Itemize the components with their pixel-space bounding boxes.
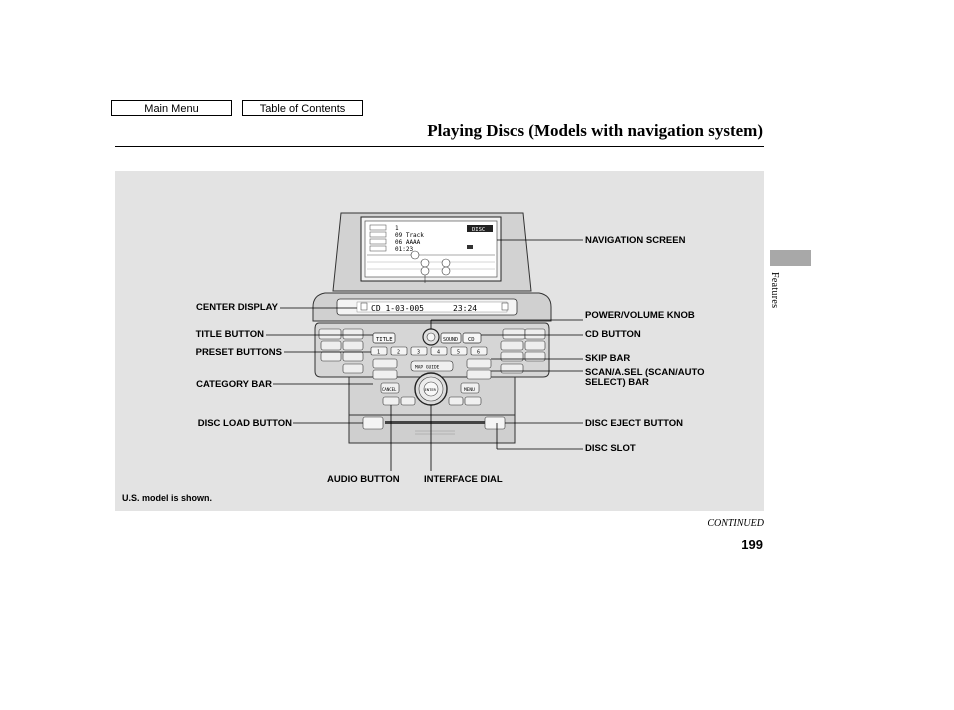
center-display-text: CD 1-03-005 [371,304,424,313]
screen-disc-tag: DISC [472,227,485,233]
preset-5[interactable]: 5 [457,350,460,356]
category-bar[interactable] [372,358,398,369]
figure-note: U.S. model is shown. [122,493,213,503]
section-tab-label: Features [769,272,780,309]
navigation-screen-unit: 1 09 Track 06 AAAA 01:23 DISC [332,212,532,292]
preset-button-row: 1 2 3 4 5 6 [370,346,488,356]
audio-key[interactable] [382,396,400,406]
callout-navigation-screen: NAVIGATION SCREEN [585,235,686,246]
preset-1[interactable]: 1 [377,350,380,356]
section-tab[interactable]: Features [766,272,784,322]
callout-audio-button: AUDIO BUTTON [327,474,400,485]
preset-3[interactable]: 3 [417,350,420,356]
sound-key[interactable] [440,332,462,344]
title-key[interactable] [372,332,396,344]
page-title: Playing Discs (Models with navigation sy… [427,121,763,140]
disc-load-key[interactable] [362,416,384,430]
map-guide-key[interactable]: MAP GUIDE [415,365,440,371]
preset-2[interactable]: 2 [397,350,400,356]
skip-bar[interactable] [466,358,492,369]
cancel-key[interactable]: CANCEL [382,387,397,392]
section-tab-marker [770,250,811,266]
title-rule [115,146,764,147]
screen-artist-line: 06 AAAA [395,239,421,246]
callout-disc-slot: DISC SLOT [585,443,636,454]
title-key-label: TITLE [376,337,393,343]
callout-preset-buttons: PRESET BUTTONS [195,347,282,358]
page-number: 199 [741,537,763,552]
disc-eject-key[interactable] [484,416,506,430]
callout-cd-button: CD BUTTON [585,329,641,340]
callout-center-display: CENTER DISPLAY [196,302,278,313]
callout-interface-dial: INTERFACE DIAL [424,474,503,485]
callout-scan-bar-line2: SELECT) BAR [585,377,649,388]
dial-enter-label: ENTER [425,387,437,392]
callout-skip-bar: SKIP BAR [585,353,631,364]
audio-unit-diagram: 1 09 Track 06 AAAA 01:23 DISC CD 1-03-00… [266,212,583,471]
preset-4[interactable]: 4 [437,350,440,356]
main-menu-button[interactable]: Main Menu [111,100,232,116]
cd-key[interactable] [462,332,482,344]
continued-label: CONTINUED [707,518,764,529]
callout-power-volume-knob: POWER/VOLUME KNOB [585,310,695,321]
preset-6[interactable]: 6 [477,350,480,356]
screen-track-line: 09 Track [395,232,424,239]
disc-slot[interactable] [385,421,497,424]
callout-category-bar: CATEGORY BAR [196,379,272,390]
scan-bar[interactable] [466,369,492,380]
callout-scan-bar-line1: SCAN/A.SEL (SCAN/AUTO [585,367,705,378]
callout-disc-load-button: DISC LOAD BUTTON [197,418,292,429]
callout-disc-eject-button: DISC EJECT BUTTON [585,418,684,429]
cd-key-label: CD [468,337,475,343]
screen-track-number: 1 [395,225,399,232]
leader-lines [266,239,583,471]
callout-title-button: TITLE BUTTON [195,329,264,340]
table-of-contents-button[interactable]: Table of Contents [242,100,363,116]
center-display-time: 23:24 [453,304,477,313]
audio-unit-body: CD 1-03-005 23:24 TITLE SOUND CD [312,292,552,444]
screen-time-line: 01:23 [395,246,413,253]
menu-key[interactable]: MENU [464,387,475,393]
sound-key-label: SOUND [443,337,458,343]
